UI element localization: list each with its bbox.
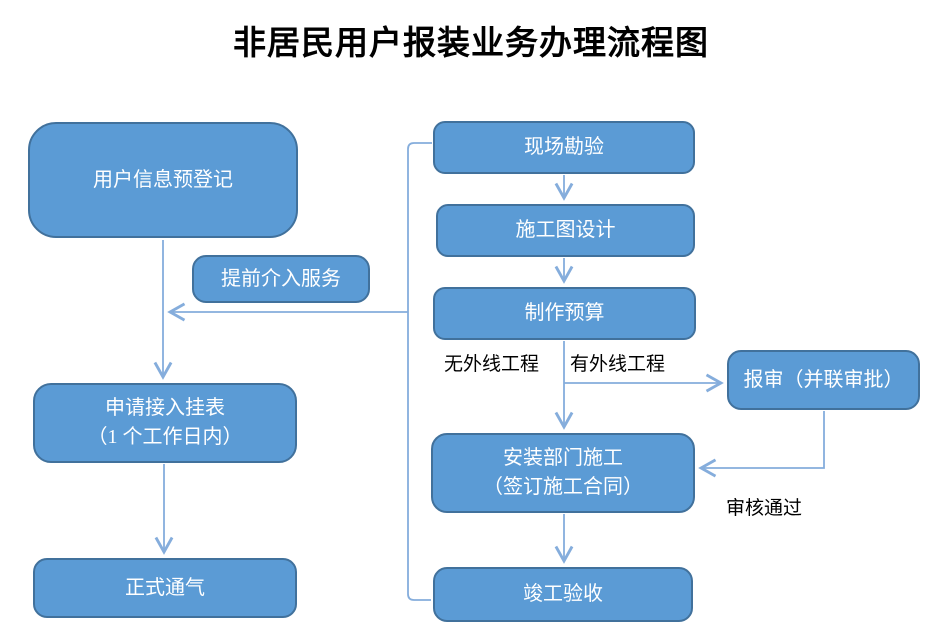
node-label: 报审（并联审批） <box>743 368 904 391</box>
node-label: 现场勘验 <box>524 136 604 158</box>
node-label: 制作预算 <box>524 302 605 324</box>
edge-label-has-external-works: 有外线工程 <box>570 354 666 375</box>
edge-bracket <box>407 142 432 601</box>
node-site-survey: 现场勘验 <box>433 121 695 174</box>
node-completion-acceptance: 竣工验收 <box>433 567 693 622</box>
page-title: 非居民用户报装业务办理流程图 <box>233 26 709 62</box>
node-label: 竣工验收 <box>523 583 603 605</box>
node-label-line2: （签订施工合同） <box>483 476 643 498</box>
node-early-intervention-service: 提前介入服务 <box>192 255 370 303</box>
node-budget-preparation: 制作预算 <box>433 287 696 340</box>
edge-review-to-install <box>698 411 825 478</box>
node-official-gas-supply: 正式通气 <box>33 558 297 618</box>
node-user-info-preregistration: 用户信息预登记 <box>28 122 298 238</box>
node-installation-department-construction: 安装部门施工 （签订施工合同） <box>431 433 695 513</box>
node-label: 施工图设计 <box>515 219 616 241</box>
node-label-line1: 申请接入挂表 <box>105 397 225 419</box>
node-label: 提前介入服务 <box>221 267 341 290</box>
node-label: 用户信息预登记 <box>93 168 233 191</box>
node-construction-drawing-design: 施工图设计 <box>436 204 695 257</box>
node-label: 正式通气 <box>125 576 205 599</box>
node-apply-meter-connection: 申请接入挂表 （1 个工作日内） <box>33 383 297 463</box>
node-label-line2: （1 个工作日内） <box>87 426 243 448</box>
node-label-line1: 安装部门施工 <box>503 447 623 469</box>
edge-label-review-passed: 审核通过 <box>726 498 803 519</box>
node-submit-for-parallel-approval: 报审（并联审批） <box>727 350 920 410</box>
edge-label-no-external-works: 无外线工程 <box>444 354 540 375</box>
